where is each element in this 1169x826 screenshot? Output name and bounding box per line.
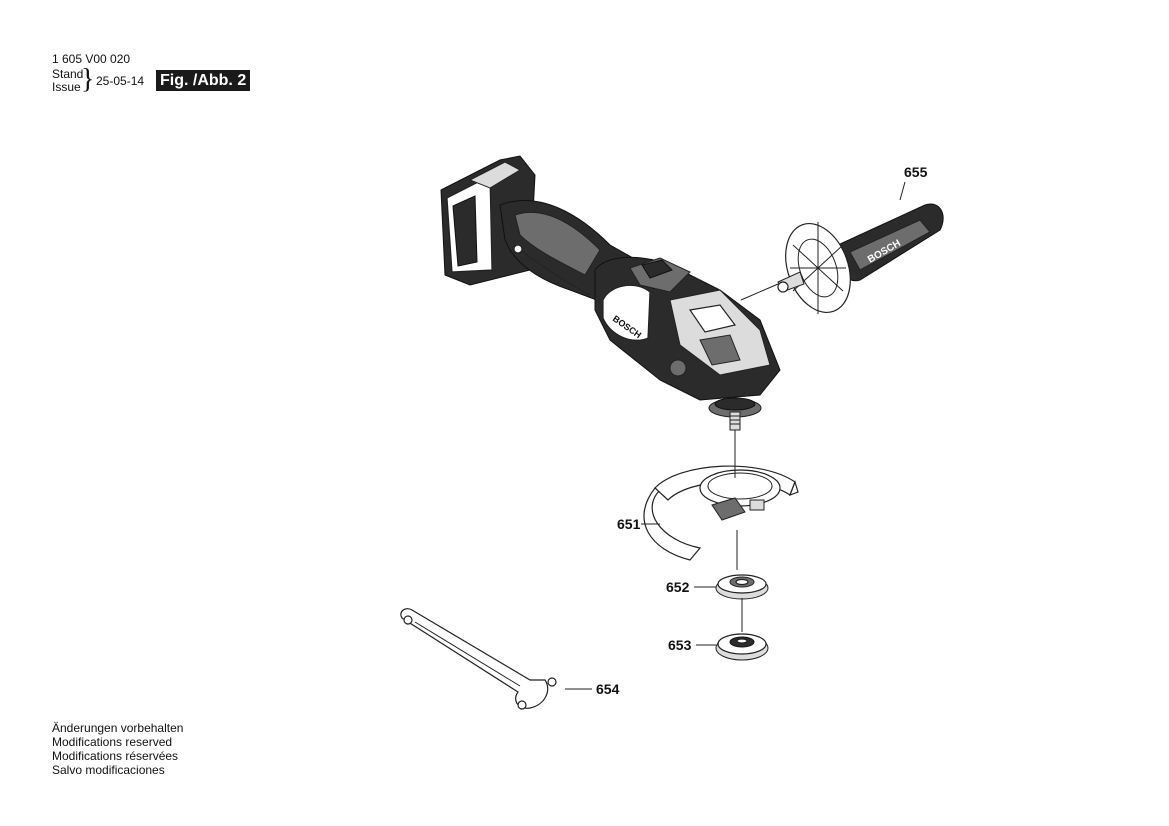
stand-issue-labels: Stand Issue: [52, 68, 83, 94]
leader-655: [740, 283, 779, 301]
footer-line-es: Salvo modificaciones: [52, 763, 165, 777]
spanner-654: [400, 608, 557, 710]
part-number: 1 605 V00 020: [52, 52, 131, 66]
callout-653: 653: [668, 637, 692, 653]
callout-651: 651: [617, 516, 641, 532]
footer-line-de: Änderungen vorbehalten: [52, 721, 184, 735]
callout-654: 654: [596, 681, 620, 697]
figure-label: Fig. /Abb. 2: [156, 70, 251, 91]
leader-655-label: [899, 181, 906, 201]
flange-652: [715, 574, 769, 600]
clamping-nut-653: [715, 633, 769, 661]
angle-grinder: BOSCH: [440, 155, 781, 431]
callout-655: 655: [904, 164, 928, 180]
protective-guard-651: [643, 465, 799, 561]
callout-652: 652: [666, 579, 690, 595]
issue-date: 25-05-14: [96, 74, 145, 88]
brace: }: [81, 64, 95, 95]
footer-line-fr: Modifications réservées: [52, 749, 179, 763]
stand-label: Stand: [52, 67, 84, 81]
issue-label: Issue: [52, 80, 81, 94]
auxiliary-handle-655: BOSCH: [777, 203, 944, 314]
footer-line-en: Modifications reserved: [52, 735, 173, 749]
modifications-notice: Änderungen vorbehalten Modifications res…: [52, 721, 183, 777]
